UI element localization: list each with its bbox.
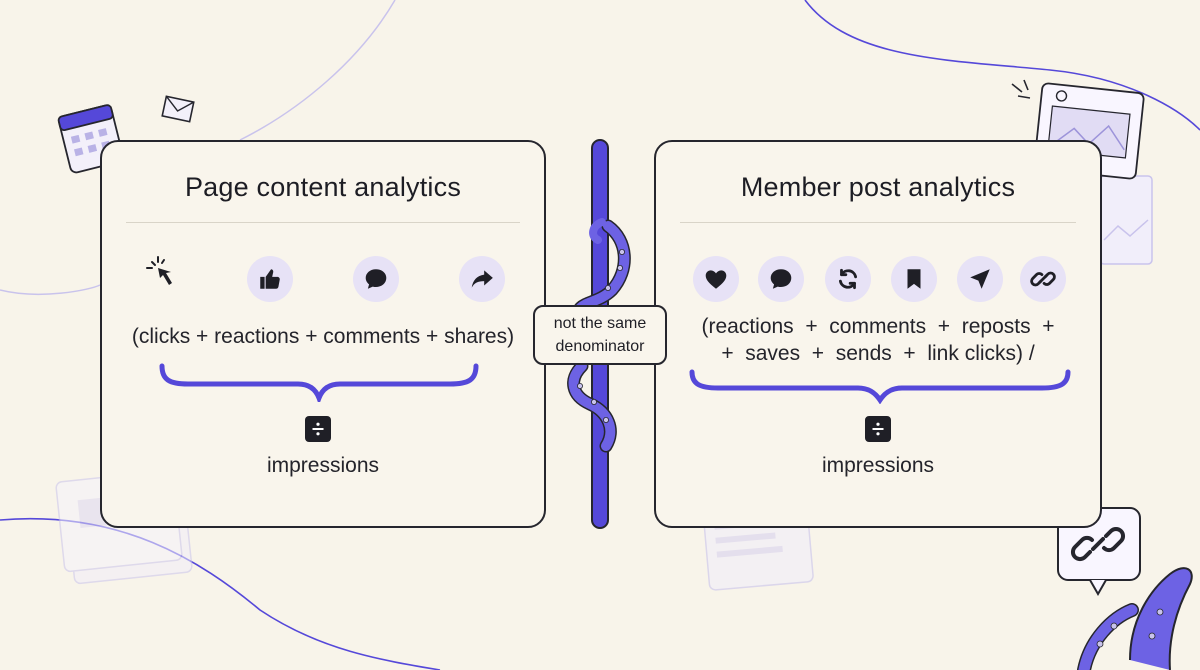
- curly-brace: [159, 363, 479, 402]
- impressions-denominator: impressions: [821, 454, 935, 477]
- bookmark-icon: [891, 256, 937, 302]
- comment-icon: [758, 256, 804, 302]
- share-icon: [459, 256, 505, 302]
- thumbs-up-icon: [247, 256, 293, 302]
- page-content-analytics-panel: Page content analytics (clicks + reactio…: [100, 140, 546, 528]
- label-line-1: not the same: [553, 315, 647, 332]
- comment-icon: [353, 256, 399, 302]
- divide-icon: [865, 416, 891, 442]
- impressions-denominator: impressions: [266, 454, 380, 477]
- engagement-formula: (clicks + reactions + comments + shares): [131, 325, 515, 348]
- title-divider: [680, 222, 1076, 223]
- title-divider: [126, 222, 520, 223]
- label-line-2: denominator: [555, 338, 645, 355]
- engagement-formula-line-1: (reactions + comments + reposts +: [701, 315, 1055, 338]
- repost-icon: [825, 256, 871, 302]
- curly-brace: [689, 369, 1071, 404]
- send-icon: [957, 256, 1003, 302]
- panel-title: Member post analytics: [740, 172, 1016, 202]
- panel-title: Page content analytics: [184, 172, 462, 202]
- envelope-icon: [161, 95, 195, 123]
- engagement-formula-line-2: + saves + sends + link clicks) /: [721, 342, 1035, 365]
- member-post-analytics-panel: Member post analytics (reactions + comme…: [654, 140, 1102, 528]
- divide-icon: [305, 416, 331, 442]
- link-bubble-icon: [1057, 507, 1193, 670]
- link-icon: [1020, 256, 1066, 302]
- cursor-click-icon: [144, 254, 190, 300]
- not-same-denominator-label: not the same denominator: [533, 305, 667, 365]
- heart-icon: [693, 256, 739, 302]
